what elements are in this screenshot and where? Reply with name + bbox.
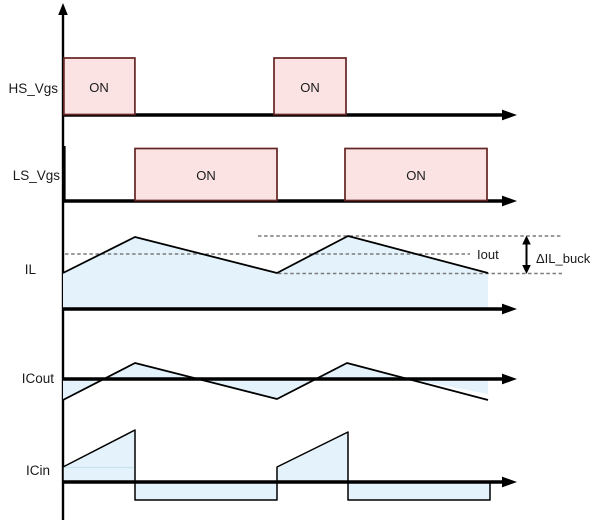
icout-curve	[62, 362, 489, 401]
row-label-icout: ICout	[22, 371, 55, 386]
hs-on-pulse-2	[273, 57, 347, 116]
row-hs-vgs: ON ON HS_Vgs	[8, 57, 517, 121]
icin-fill-pos-2	[277, 432, 348, 482]
ls-on-label-1: ON	[196, 168, 216, 183]
ls-on-pulse-1	[134, 147, 278, 202]
ls-on-label-2: ON	[406, 168, 426, 183]
delta-il-arrow-down-icon	[522, 265, 531, 274]
il-axis-arrowhead-icon	[502, 303, 517, 315]
vertical-axis-arrowhead-icon	[58, 3, 68, 15]
row-label-ls-vgs: LS_Vgs	[13, 168, 61, 183]
delta-il-buck-label: ΔIL_buck	[536, 251, 591, 266]
icin-curve	[62, 429, 491, 501]
delta-il-arrow-up-icon	[522, 235, 531, 245]
icin-axis-arrowhead-icon	[502, 476, 517, 488]
row-icin: ICin	[26, 429, 517, 501]
icout-fill-pos-2	[316, 363, 408, 379]
iout-label: Iout	[477, 247, 499, 262]
icin-fill-neg-2	[348, 483, 490, 500]
icout-axis-arrowhead-icon	[502, 373, 517, 385]
hs-on-label-1: ON	[89, 80, 109, 95]
row-ls-vgs: ON ON LS_Vgs	[13, 146, 517, 207]
row-il: Iout ΔIL_buck IL	[25, 235, 591, 315]
hs-on-label-2: ON	[300, 80, 320, 95]
delta-il-arrow	[522, 235, 531, 274]
row-label-icin: ICin	[26, 463, 50, 478]
icin-fill-neg-1	[135, 483, 277, 500]
icout-fill-neg-3	[408, 379, 488, 394]
hs-on-pulse-1	[63, 57, 136, 116]
il-curve	[62, 235, 489, 274]
ls-on-pulse-2	[344, 147, 488, 202]
row-icout: ICout	[22, 362, 517, 401]
ls-vgs-axis-arrowhead-icon	[502, 195, 517, 207]
icin-fill-pos-1	[63, 430, 135, 482]
row-label-il: IL	[25, 262, 37, 277]
row-label-hs-vgs: HS_Vgs	[8, 81, 58, 96]
hs-vgs-axis-arrowhead-icon	[502, 109, 517, 121]
